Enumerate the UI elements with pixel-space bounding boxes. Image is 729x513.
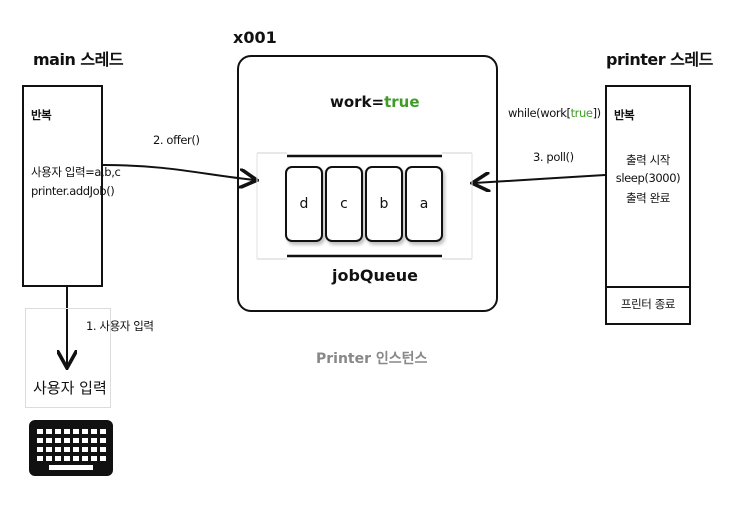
while-suffix: ]) [592,106,602,120]
queue-item: b [365,166,403,242]
printer-instance-box [237,55,498,312]
keyboard-icon [29,420,113,476]
main-thread-box: 반복 사용자 입력=a,b,c printer.addJob() [22,85,121,287]
work-flag-label: work= [330,93,385,111]
printer-line-sleep: sleep(3000) [615,171,681,185]
while-prefix: while(work[ [508,106,571,120]
instance-id: x001 [233,28,277,47]
poll-arrow [474,175,606,183]
printer-line-start: 출력 시작 [626,153,670,167]
job-queue-label: jobQueue [332,266,419,285]
queue-item: a [405,166,443,242]
printer-thread-box: 반복 출력 시작 sleep(3000) 출력 완료 프린터 종료 [605,85,691,325]
printer-divider [607,286,689,288]
queue-item: d [285,166,323,242]
main-input-line: 사용자 입력=a,b,c [31,165,121,179]
printer-footer: 프린터 종료 [620,297,676,311]
instance-caption: Printer 인스턴스 [316,351,428,367]
while-label: while(work[true]) [508,106,601,120]
user-input-box [25,308,111,408]
poll-label: 3. poll() [533,150,574,164]
printer-loop-label: 반복 [614,108,635,122]
main-loop-label: 반복 [31,108,52,122]
user-input-step-label: 1. 사용자 입력 [86,319,154,333]
main-thread-title: main 스레드 [33,50,124,69]
offer-label: 2. offer() [153,133,200,147]
printer-thread-title: printer 스레드 [606,50,713,69]
while-value: true [570,106,593,120]
work-flag: work=true [330,93,420,111]
offer-arrow [102,164,255,180]
work-flag-value: true [384,93,420,111]
printer-line-done: 출력 완료 [626,191,670,205]
main-call-line: printer.addJob() [31,184,115,198]
queue-item: c [325,166,363,242]
user-input-label: 사용자 입력 [33,379,107,397]
